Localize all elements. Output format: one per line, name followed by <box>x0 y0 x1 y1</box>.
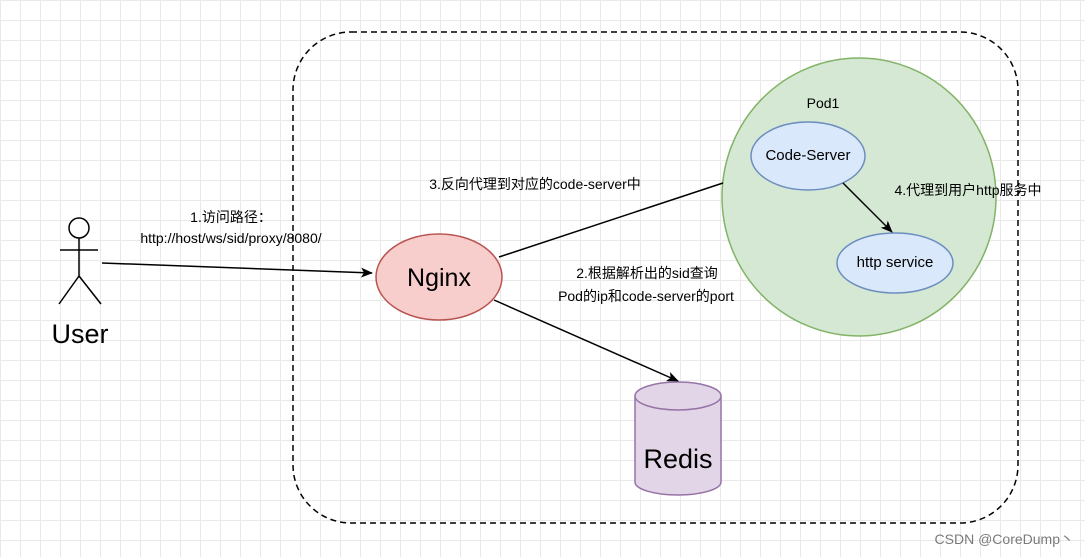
edge-user-to-nginx <box>101 262 373 278</box>
user-label: User <box>51 319 108 349</box>
pod-label: Pod1 <box>807 95 840 111</box>
edge-nginx-to-pod <box>498 182 724 258</box>
redis-node[interactable] <box>634 381 722 496</box>
redis-label: Redis <box>643 444 712 474</box>
edge-label-reverse-proxy: 3.反向代理到对应的code-server中 <box>429 176 641 192</box>
edge-label-proxy-to-user: 4.代理到用户http服务中 <box>894 182 1041 198</box>
edge-label-access-2: http://host/ws/sid/proxy/8080/ <box>140 230 321 246</box>
edge-label-lookup-1: 2.根据解析出的sid查询 <box>576 265 718 281</box>
edge-label-access-1: 1.访问路径： <box>190 209 272 225</box>
code-server-node[interactable] <box>750 121 866 191</box>
user-actor-icon <box>58 217 102 305</box>
watermark: CSDN @CoreDump丶 <box>935 531 1074 547</box>
code-server-label: Code-Server <box>765 147 850 164</box>
nginx-label: Nginx <box>407 264 471 292</box>
http-service-node[interactable] <box>836 232 954 294</box>
nginx-node[interactable] <box>375 233 503 321</box>
edge-nginx-to-redis <box>493 299 679 382</box>
edge-label-lookup-2: Pod的ip和code-server的port <box>558 288 734 304</box>
edge-codeserver-to-http <box>842 182 893 233</box>
cluster-boundary <box>292 31 1019 524</box>
http-service-label: http service <box>857 254 934 271</box>
